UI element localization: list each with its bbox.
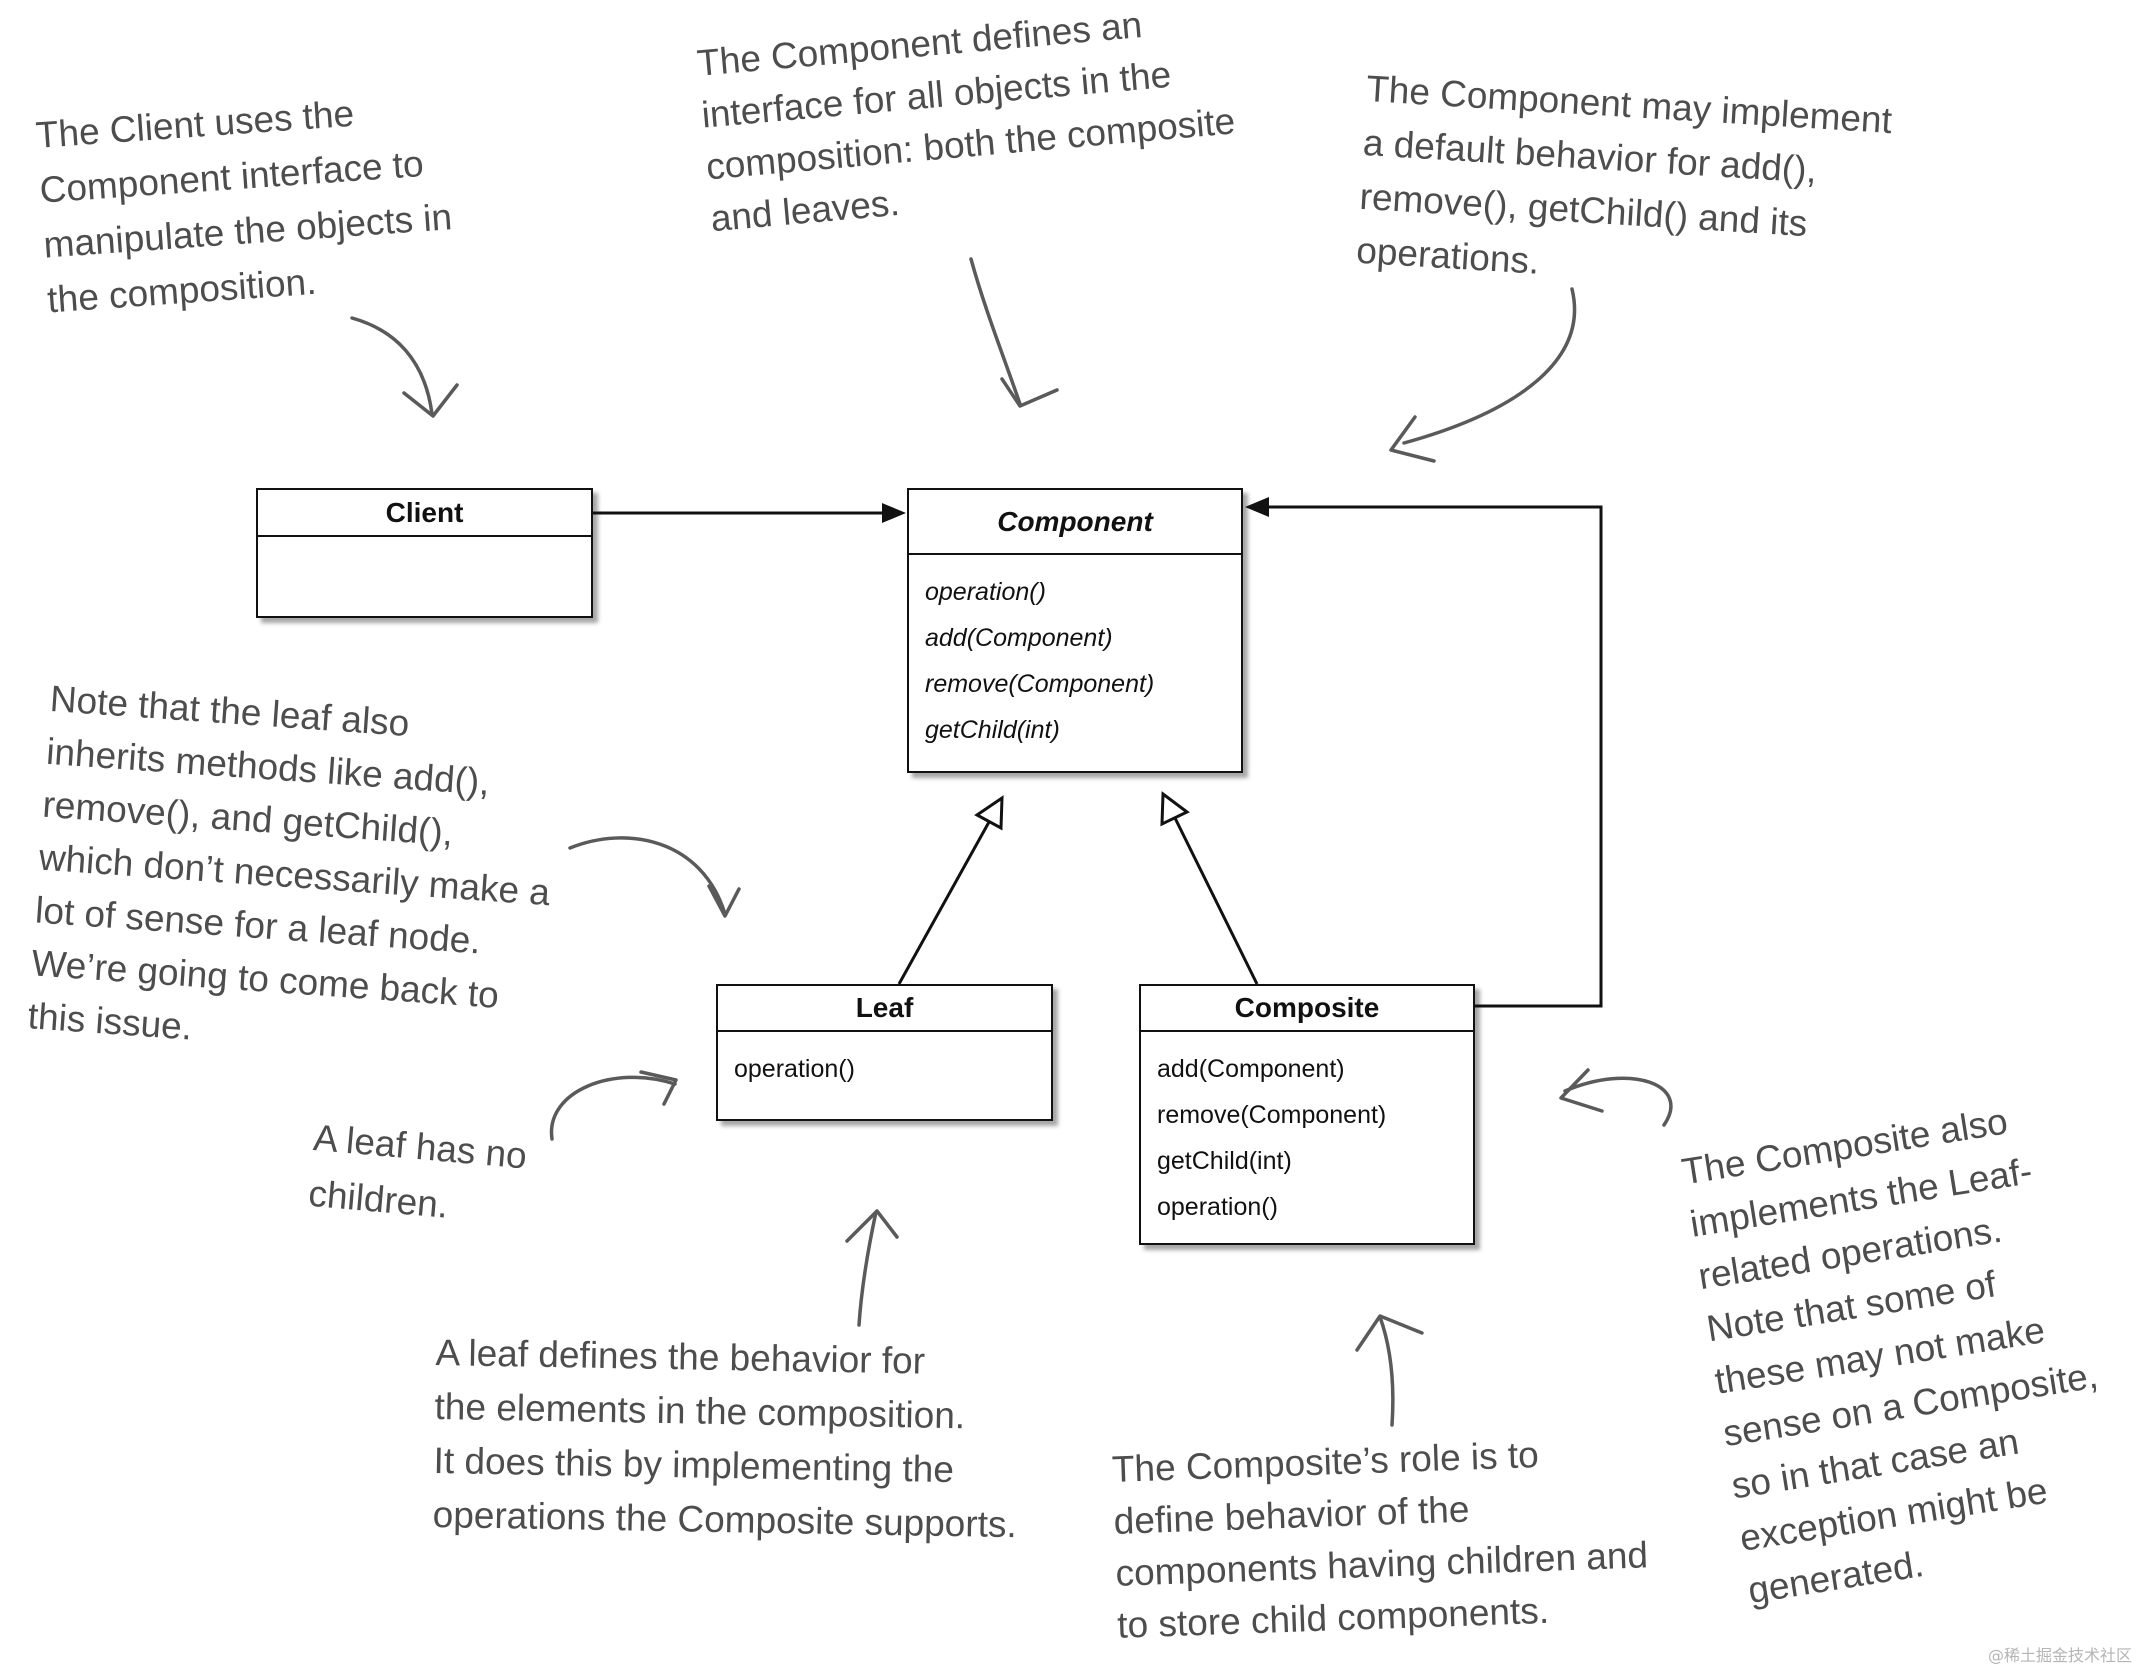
annotation-arrows — [350, 257, 1673, 1427]
component-default-note-arrowhead — [1389, 415, 1436, 463]
component-class-name: Component — [909, 490, 1241, 555]
leaf-method-operation: operation() — [734, 1055, 855, 1083]
leaf-no-children-note-arrowhead — [639, 1070, 678, 1106]
leaf-class-name: Leaf — [718, 986, 1051, 1032]
composite-role-note-arrow — [1378, 1315, 1395, 1427]
composite-method-operation: operation() — [1157, 1193, 1278, 1221]
client-class-name: Client — [258, 490, 591, 537]
client-to-component-arrowhead — [882, 503, 906, 523]
composite-class-name: Composite — [1141, 986, 1473, 1032]
composite-leaf-ops-note-arrowhead — [1559, 1068, 1604, 1113]
leaf-behavior-note-arrowhead — [845, 1209, 899, 1243]
annotation-leaf-inherits-methods: Note that the leaf also inherits methods… — [26, 672, 563, 1078]
leaf-inheritance-hollow-triangle — [974, 795, 1004, 831]
leaf-method-list: operation() — [718, 1032, 1051, 1092]
component-interface-note-arrow — [969, 257, 1022, 406]
annotation-composite-role: The Composite’s role is to define behavi… — [1111, 1425, 1651, 1651]
client-class-box: Client — [256, 488, 593, 618]
composite-to-component-arrowhead — [1245, 497, 1269, 517]
leaf-class-box: Leaf operation() — [716, 984, 1053, 1121]
annotation-leaf-has-no-children: A leaf has no children. — [306, 1110, 529, 1240]
uml-relationships — [593, 497, 1603, 1008]
composite-method-add: add(Component) — [1157, 1055, 1345, 1083]
composite-class-box: Composite add(Component) remove(Componen… — [1139, 984, 1475, 1245]
composite-inheritance-line — [1173, 817, 1259, 985]
leaf-inheritance-line — [897, 821, 991, 985]
composite-to-component-line — [1266, 505, 1603, 1008]
component-method-add: add(Component) — [925, 624, 1113, 652]
component-method-getchild: getChild(int) — [925, 716, 1060, 744]
leaf-inherits-note-arrowhead — [707, 884, 741, 918]
annotation-component-default-behavior: The Component may implement a default be… — [1355, 62, 1894, 310]
composite-inheritance-hollow-triangle — [1160, 791, 1190, 827]
annotation-client-uses-component: The Client uses the Component interface … — [34, 79, 458, 327]
leaf-no-children-note-arrow — [549, 1075, 677, 1141]
component-default-note-arrow — [1402, 287, 1577, 445]
client-note-arrowhead — [402, 383, 459, 418]
leaf-inherits-note-arrow — [568, 836, 727, 916]
leaf-behavior-note-arrow — [857, 1210, 878, 1327]
component-interface-note-arrowhead — [1000, 377, 1059, 408]
composite-role-note-arrowhead — [1355, 1314, 1424, 1352]
composite-method-list: add(Component) remove(Component) getChil… — [1141, 1032, 1473, 1230]
component-method-list: operation() add(Component) remove(Compon… — [909, 555, 1241, 753]
client-note-arrow — [350, 316, 434, 416]
annotation-leaf-defines-behavior: A leaf defines the behavior for the elem… — [432, 1326, 1020, 1552]
composite-method-remove: remove(Component) — [1157, 1101, 1387, 1129]
component-method-operation: operation() — [925, 578, 1046, 606]
component-class-box: Component operation() add(Component) rem… — [907, 488, 1243, 773]
watermark: @稀土掘金技术社区 — [1987, 1646, 2132, 1665]
annotation-composite-implements-leaf-ops: The Composite also implements the Leaf- … — [1678, 1087, 2126, 1617]
composite-method-getchild: getChild(int) — [1157, 1147, 1292, 1175]
composite-leaf-ops-note-arrow — [1563, 1076, 1673, 1127]
annotation-line: operations the Composite supports. — [432, 1493, 1018, 1546]
component-method-remove: remove(Component) — [925, 670, 1155, 698]
